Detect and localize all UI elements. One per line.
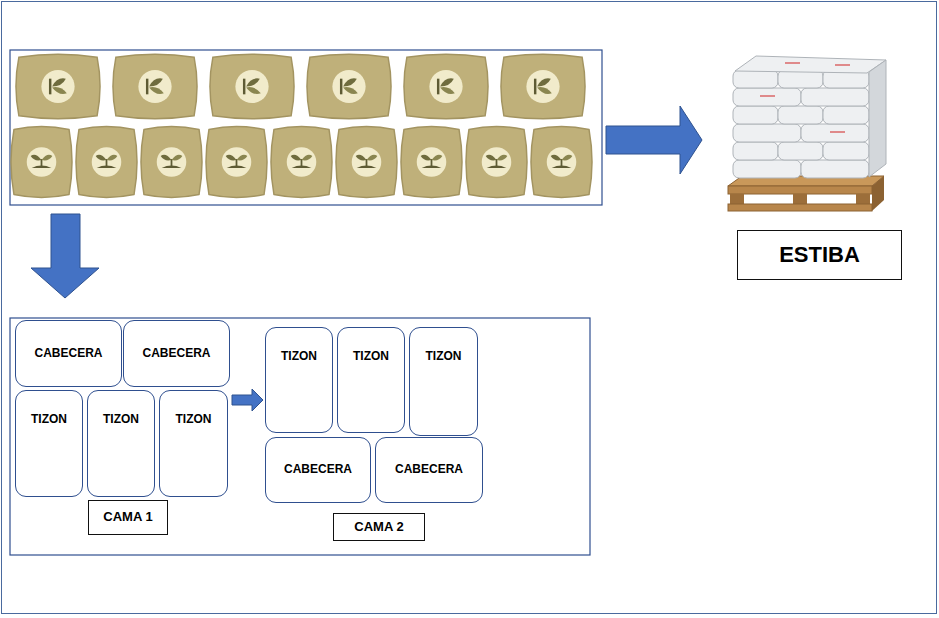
box-label: TIZON xyxy=(103,413,139,427)
box-label: TIZON xyxy=(353,350,389,364)
box-label: TIZON xyxy=(31,413,67,427)
layer-label-box: CAMA 2 xyxy=(333,513,425,541)
pallet-illustration xyxy=(728,56,886,211)
box-label: CABECERA xyxy=(284,463,352,477)
title-box: ESTIBA xyxy=(737,230,902,280)
box-label: TIZON xyxy=(281,350,317,364)
sacks-panel xyxy=(10,50,602,205)
header-bag-box: CABECERA xyxy=(375,437,483,503)
layer-label-box: CAMA 1 xyxy=(88,500,168,535)
stretcher-bag-box: TIZON xyxy=(15,390,83,497)
block-arrow xyxy=(31,214,99,298)
stretcher-bag-box: TIZON xyxy=(87,390,155,497)
box-label: TIZON xyxy=(176,413,212,427)
sack-row xyxy=(11,127,592,198)
box-label: CABECERA xyxy=(395,463,463,477)
sack-row xyxy=(16,54,585,119)
box-label: CAMA 2 xyxy=(354,520,403,535)
box-label: CAMA 1 xyxy=(103,510,152,525)
box-label: TIZON xyxy=(426,350,462,364)
stretcher-bag-box: TIZON xyxy=(337,327,405,433)
header-bag-box: CABECERA xyxy=(123,320,230,387)
header-bag-box: CABECERA xyxy=(15,320,122,387)
block-arrow xyxy=(606,106,702,174)
stretcher-bag-box: TIZON xyxy=(265,327,333,433)
block-arrow xyxy=(232,389,263,411)
box-label: CABECERA xyxy=(142,347,210,361)
header-bag-box: CABECERA xyxy=(265,437,371,503)
stretcher-bag-box: TIZON xyxy=(409,327,478,436)
stretcher-bag-box: TIZON xyxy=(159,390,228,497)
beds-panel xyxy=(10,318,590,555)
box-label: ESTIBA xyxy=(779,242,860,267)
box-label: CABECERA xyxy=(34,347,102,361)
